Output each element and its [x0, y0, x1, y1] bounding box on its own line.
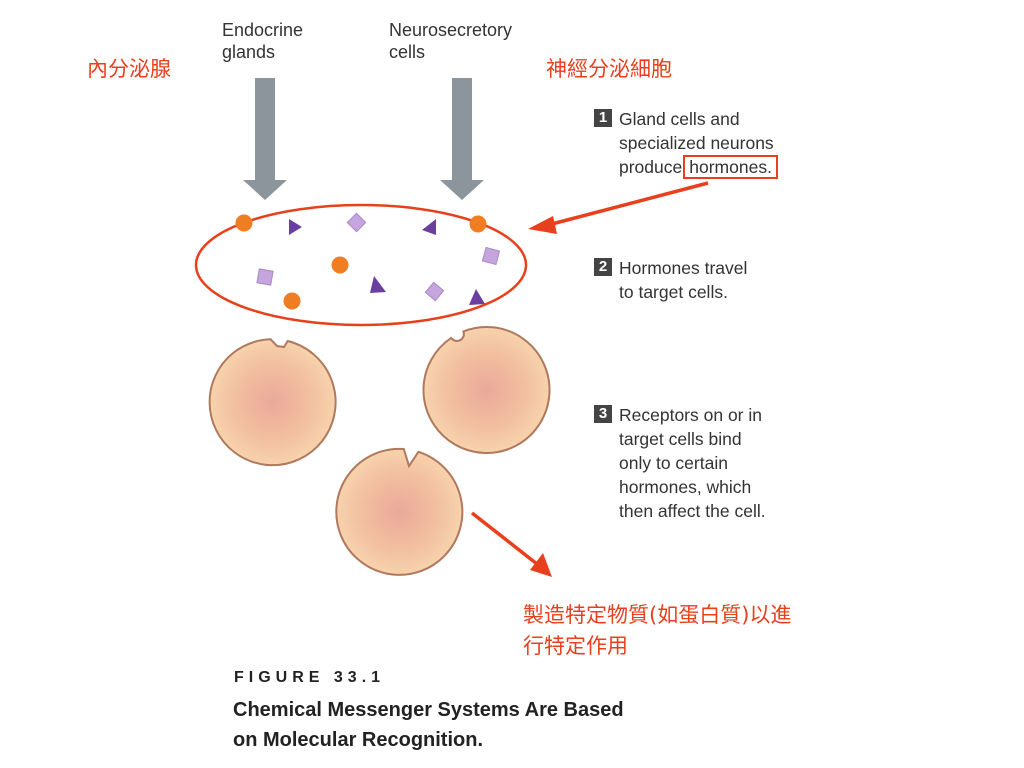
hormone-square — [424, 281, 445, 302]
hormones-pointer-arrowhead — [528, 216, 557, 234]
hormones-highlight-ellipse — [194, 203, 528, 327]
step-2: 2 Hormones travel to target cells. — [594, 256, 824, 304]
endocrine-glands-zh-label: 內分泌腺 — [87, 57, 171, 81]
step-2-number: 2 — [594, 258, 612, 276]
step-1-number: 1 — [594, 109, 612, 127]
hormones-pointer-arrow-shaft — [547, 181, 709, 227]
target-cell-right — [422, 326, 551, 454]
neurosecretory-cells-zh-label: 神經分泌細胞 — [546, 57, 672, 81]
hormone-triangle — [469, 289, 485, 305]
protein-effect-zh-note: 製造特定物質(如蛋白質)以進 行特定作用 — [523, 603, 792, 658]
target-cell-bottom — [335, 447, 464, 576]
target-cell-left — [208, 338, 337, 467]
hormone-square — [346, 212, 367, 233]
step-3: 3 Receptors on or in target cells bind o… — [594, 403, 824, 523]
endocrine-down-arrow — [243, 78, 287, 200]
endocrine-glands-label: Endocrine glands — [222, 20, 304, 62]
hormone-circle — [235, 214, 253, 232]
hormone-triangle — [289, 219, 302, 235]
hormone-circle — [283, 292, 301, 310]
step-3-number: 3 — [594, 405, 612, 423]
neurosecretory-cells-label: Neurosecretory cells — [389, 20, 513, 62]
hormone-triangle — [370, 276, 386, 293]
hormone-circle — [469, 215, 487, 233]
effect-pointer-arrow-shaft — [470, 511, 539, 566]
effect-pointer-arrowhead — [530, 553, 552, 577]
step-1: 1 Gland cells and specialized neurons pr… — [594, 107, 824, 179]
hormone-square — [481, 246, 501, 266]
neurosecretory-down-arrow — [440, 78, 484, 200]
figure-title: Chemical Messenger Systems Are Based on … — [233, 699, 624, 751]
hormones-highlight-box: hormones. — [683, 155, 778, 179]
step-3-text: Receptors on or in target cells bind onl… — [619, 405, 766, 521]
hormone-triangle — [422, 219, 436, 235]
hormone-square — [256, 268, 274, 286]
step-2-text: Hormones travel to target cells. — [619, 258, 748, 302]
hormone-circle — [331, 256, 349, 274]
figure-number: FIGURE 33.1 — [234, 669, 386, 686]
step-1-text: Gland cells and specialized neurons prod… — [619, 107, 824, 179]
